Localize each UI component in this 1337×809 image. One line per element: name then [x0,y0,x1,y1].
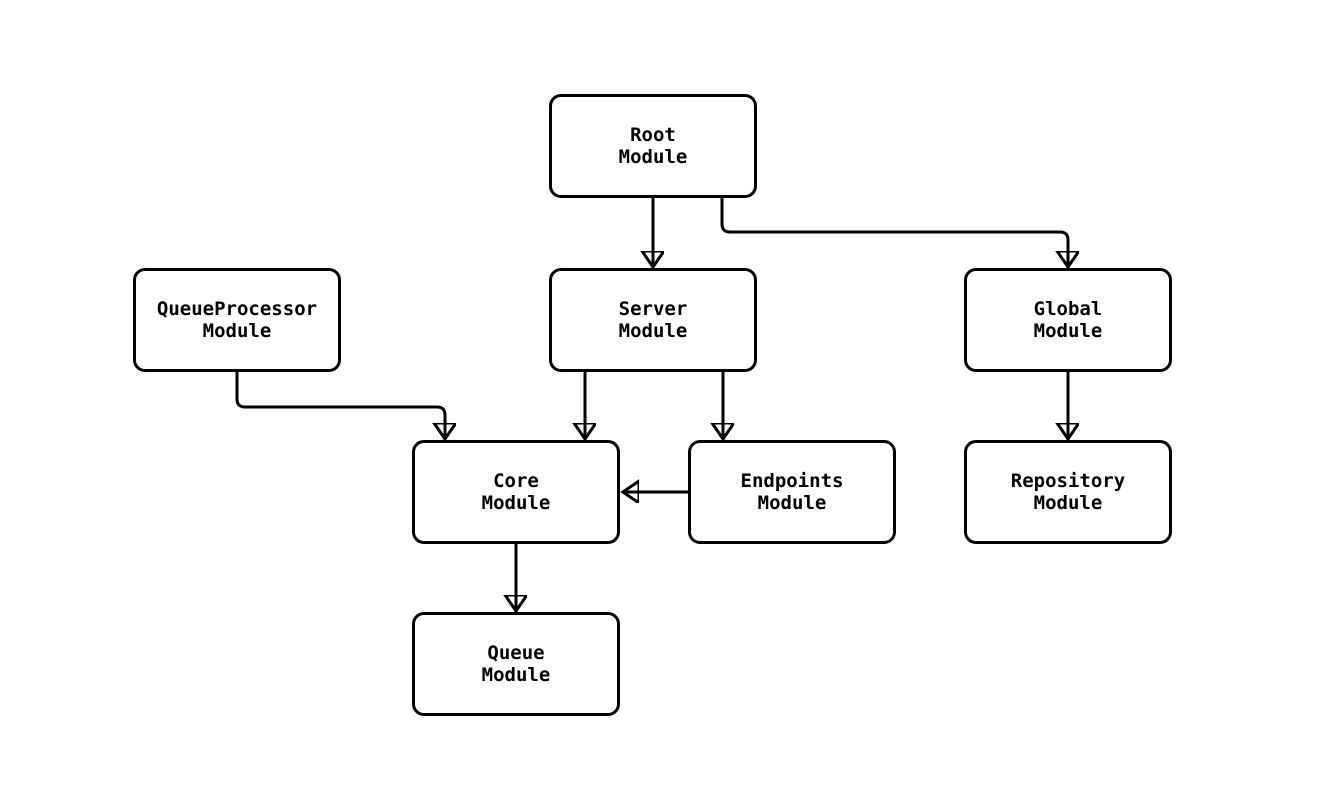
node-endpoints-module-label: Endpoints Module [740,470,844,514]
node-server-module: Server Module [549,268,757,372]
node-root-module-label: Root Module [618,124,688,168]
node-global-module-label: Global Module [1033,298,1103,342]
node-repository-module: Repository Module [964,440,1172,544]
node-server-module-label: Server Module [618,298,688,342]
node-endpoints-module: Endpoints Module [688,440,896,544]
node-queueprocessor-module-label: QueueProcessor Module [156,298,318,342]
node-root-module: Root Module [549,94,757,198]
node-core-module: Core Module [412,440,620,544]
node-global-module: Global Module [964,268,1172,372]
node-repository-module-label: Repository Module [1010,470,1126,514]
edge-root-to-global [720,198,1068,266]
edge-queueprocessor-to-core [235,372,445,438]
node-queueprocessor-module: QueueProcessor Module [133,268,341,372]
node-queue-module: Queue Module [412,612,620,716]
node-core-module-label: Core Module [481,470,551,514]
node-queue-module-label: Queue Module [481,642,551,686]
